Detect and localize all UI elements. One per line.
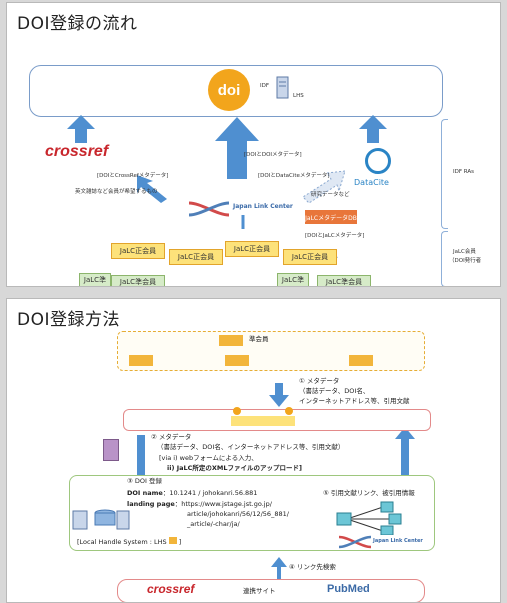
junkaiin-box-2: JaLC準会員 <box>317 275 371 286</box>
person-icon <box>285 407 293 415</box>
junkaiin-box <box>117 331 425 371</box>
idf-label: IDF <box>260 83 270 89</box>
lhs-note-text: [Local Handle System : LHS <box>77 538 167 546</box>
arrow-to-crossref <box>137 175 167 203</box>
junkaiin-box-1: JaLC準会員 <box>111 275 165 286</box>
building-icon <box>219 335 243 346</box>
step2-detail: （書誌データ、DOI名、インターネットアドレス等、引用文献） <box>157 443 345 451</box>
doi-logo-text: doi <box>217 81 241 99</box>
step3-label: ③ DOI 登録 <box>127 477 162 485</box>
server-icon <box>276 76 289 99</box>
junkaiin-label: 準会員 <box>249 335 269 343</box>
landing-page-label: landing page <box>127 500 175 508</box>
idf-ras-bracket <box>441 119 448 229</box>
landing-url-2: article/johokanri/56/12/56_881/ <box>187 510 289 518</box>
doi-name-value: ：10.1241 / johokanri.56.881 <box>162 489 258 497</box>
step1-label: ① メタデータ <box>299 377 340 385</box>
arrow-to-idf-center <box>215 117 259 179</box>
arrow-step1 <box>269 383 289 407</box>
arrow-to-idf-from-crossref <box>67 115 95 143</box>
arrow-crossref-label: [DOIとCrossRefメタデータ] <box>97 173 169 179</box>
arrow-to-idf-from-datacite <box>359 115 387 143</box>
arrow-step2 <box>131 435 151 489</box>
english-journals-note: 英文雑誌など会員が希望するもの <box>75 189 158 195</box>
lhs-server-icon <box>72 509 130 530</box>
landing-url-3: _article/-char/ja/ <box>187 520 240 528</box>
jalc-system-box <box>69 475 435 551</box>
jalc-metadata-db: JaLCメタデータDB <box>305 210 357 224</box>
crossref-logo: crossref <box>45 143 109 160</box>
lhs-label: LHS <box>293 93 304 99</box>
doi-issuers-label: （DOI発行者 <box>449 258 482 264</box>
datacite-icon <box>365 148 391 174</box>
person-icon <box>233 407 241 415</box>
network-icon <box>336 501 402 535</box>
partner-sites-label: 連携サイト <box>243 587 276 595</box>
step2-via-1: [via i) webフォームによる入力、 <box>159 454 258 462</box>
slide-title: DOI登録の流れ <box>17 14 138 34</box>
arrow-to-datacite <box>302 170 346 204</box>
jalc-center-label: Japan Link Center <box>233 203 293 210</box>
arrow-step5 <box>395 427 415 483</box>
jalc-center-icon <box>188 201 230 217</box>
seikaiin-bar <box>231 416 295 426</box>
doi-logo: doi <box>208 69 250 111</box>
lhs-note-end: ] <box>178 538 182 546</box>
jalc-members-label: JaLC会員 <box>453 249 476 255</box>
datacite-logo: DataCite <box>354 178 389 187</box>
document-icon <box>103 439 119 461</box>
arrow-datacite-label: [DOIとDataCiteメタデータ] <box>258 173 330 179</box>
slide-title-2: DOI登録方法 <box>17 310 120 330</box>
doi-name-label: DOI name <box>127 489 163 497</box>
doi-jalc-metadata-label: [DOIとJaLCメタデータ] <box>305 233 365 239</box>
seikaiin-box-3: JaLC正会員 <box>225 241 279 257</box>
slide-doi-registration-method: DOI登録方法 準会員 ① メタデータ （書誌データ、DOI名、 インターネット… <box>6 298 501 603</box>
arrow-idf-label: [DOIとDOIメタデータ] <box>244 152 302 158</box>
building-icon <box>129 355 153 366</box>
step5-label: ⑤ 引用文献リンク、被引用情報 <box>323 489 415 497</box>
research-data-note: 研究データなど <box>311 192 350 198</box>
building-icon <box>349 355 373 366</box>
junkaiin-short-box-1: JaLC準 <box>79 273 111 286</box>
landing-url-1: ：https://www.jstage.jst.go.jp/ <box>174 500 272 508</box>
jalc-center-label-2: Japan Link Center <box>373 538 423 544</box>
building-icon <box>225 355 249 366</box>
step4-label: ④ リンク先検索 <box>289 563 336 571</box>
partner-sites-box <box>117 579 425 602</box>
lhs-note: [Local Handle System : LHS ] <box>77 537 181 547</box>
lock-icon <box>168 537 177 544</box>
idf-ras-label: IDF RAs <box>453 169 474 175</box>
seikaiin-box-1: JaLC正会員 <box>111 243 165 259</box>
jalc-center-icon-2 <box>338 535 372 549</box>
junkaiin-short-box-2: JaLC準 <box>277 273 309 286</box>
seikaiin-box-4: JaLC正会員 <box>283 249 337 265</box>
seikaiin-box-2: JaLC正会員 <box>169 249 223 265</box>
step2-label: ② メタデータ <box>151 433 192 441</box>
step2-via-2: ii) JaLC所定のXMLファイルのアップロード] <box>167 464 302 472</box>
jalc-members-bracket <box>441 231 448 286</box>
step1-detail-2: インターネットアドレス等、引用文献 <box>299 397 410 405</box>
pubmed-logo: PubMed <box>327 583 370 595</box>
slide-doi-registration-flow: DOI登録の流れ doi IDF LHS crossref DataCite [… <box>6 2 501 287</box>
step1-detail-1: （書誌データ、DOI名、 <box>299 387 370 395</box>
crossref-logo-2: crossref <box>147 582 195 596</box>
